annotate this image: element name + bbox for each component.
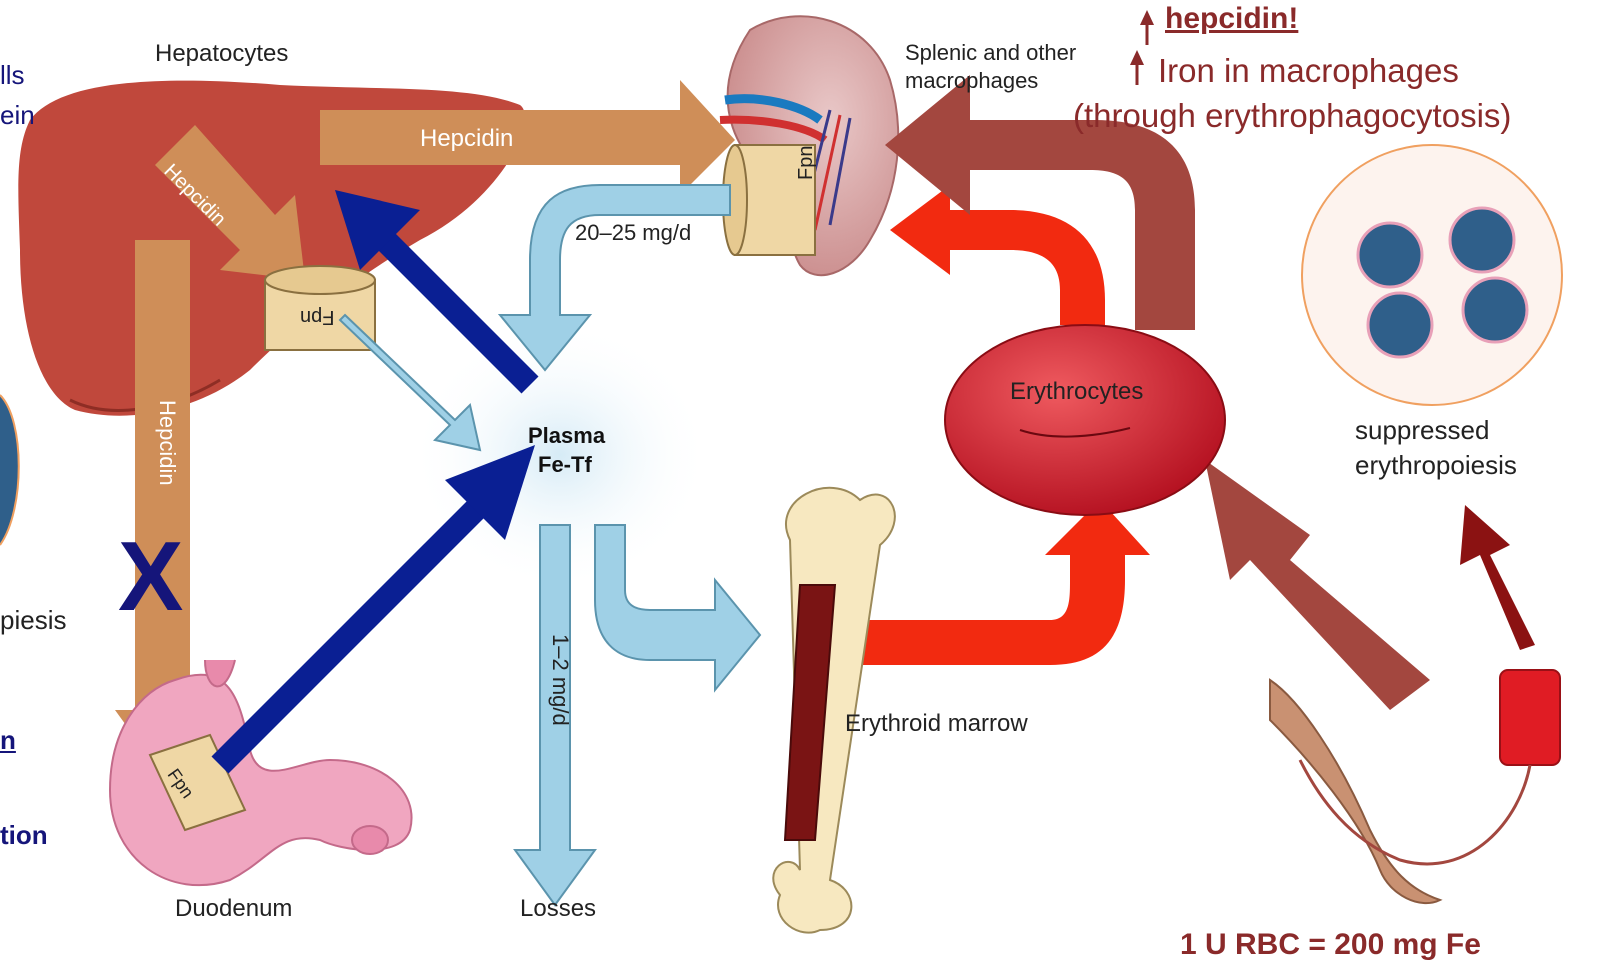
label-plasma: Plasma bbox=[528, 423, 605, 449]
annotation-suppressed: suppressed bbox=[1355, 415, 1489, 446]
blocked-marker: X bbox=[118, 520, 183, 633]
cropped-text-3: piesis bbox=[0, 605, 66, 636]
label-erythrocytes: Erythrocytes bbox=[1010, 378, 1143, 406]
label-duodenum: Duodenum bbox=[175, 895, 292, 923]
annotation-hepcidin-increased: hepcidin! bbox=[1165, 2, 1298, 36]
label-hepcidin-vertical: Hepcidin bbox=[154, 400, 180, 486]
cropped-text-4: n bbox=[0, 725, 16, 756]
label-flow-rate-losses: 1–2 mg/d bbox=[547, 634, 573, 726]
label-fpn-spleen: Fpn bbox=[795, 146, 818, 180]
label-splenic-2: macrophages bbox=[905, 68, 1038, 94]
label-hepcidin-top: Hepcidin bbox=[420, 125, 513, 153]
up-arrow-icons bbox=[1130, 10, 1154, 85]
annotation-transfusion: 1 U RBC = 200 mg Fe bbox=[1180, 928, 1481, 962]
annotation-iron-macrophages: Iron in macrophages bbox=[1158, 52, 1459, 90]
cropped-text-5: tion bbox=[0, 820, 48, 851]
transfusion-icon bbox=[1270, 670, 1560, 903]
cropped-text-1: lls bbox=[0, 60, 25, 91]
label-hepatocytes: Hepatocytes bbox=[155, 40, 288, 68]
label-splenic-1: Splenic and other bbox=[905, 40, 1076, 66]
label-erythroid-marrow: Erythroid marrow bbox=[845, 710, 1028, 738]
cropped-cells-icon bbox=[0, 395, 19, 545]
label-flow-rate-macrophage: 20–25 mg/d bbox=[575, 220, 691, 246]
cropped-text-2: ein bbox=[0, 100, 35, 131]
label-fpn-liver: Fpn bbox=[300, 305, 334, 328]
annotation-erythropoiesis: erythropoiesis bbox=[1355, 450, 1517, 481]
label-fe-tf: Fe-Tf bbox=[538, 452, 592, 478]
duodenum-icon bbox=[110, 660, 412, 885]
rbc-cells-icon bbox=[1302, 145, 1562, 405]
annotation-erythrophagocytosis: (through erythrophagocytosis) bbox=[1073, 97, 1511, 135]
erythrocyte-icon bbox=[945, 325, 1225, 515]
label-losses: Losses bbox=[520, 895, 596, 923]
